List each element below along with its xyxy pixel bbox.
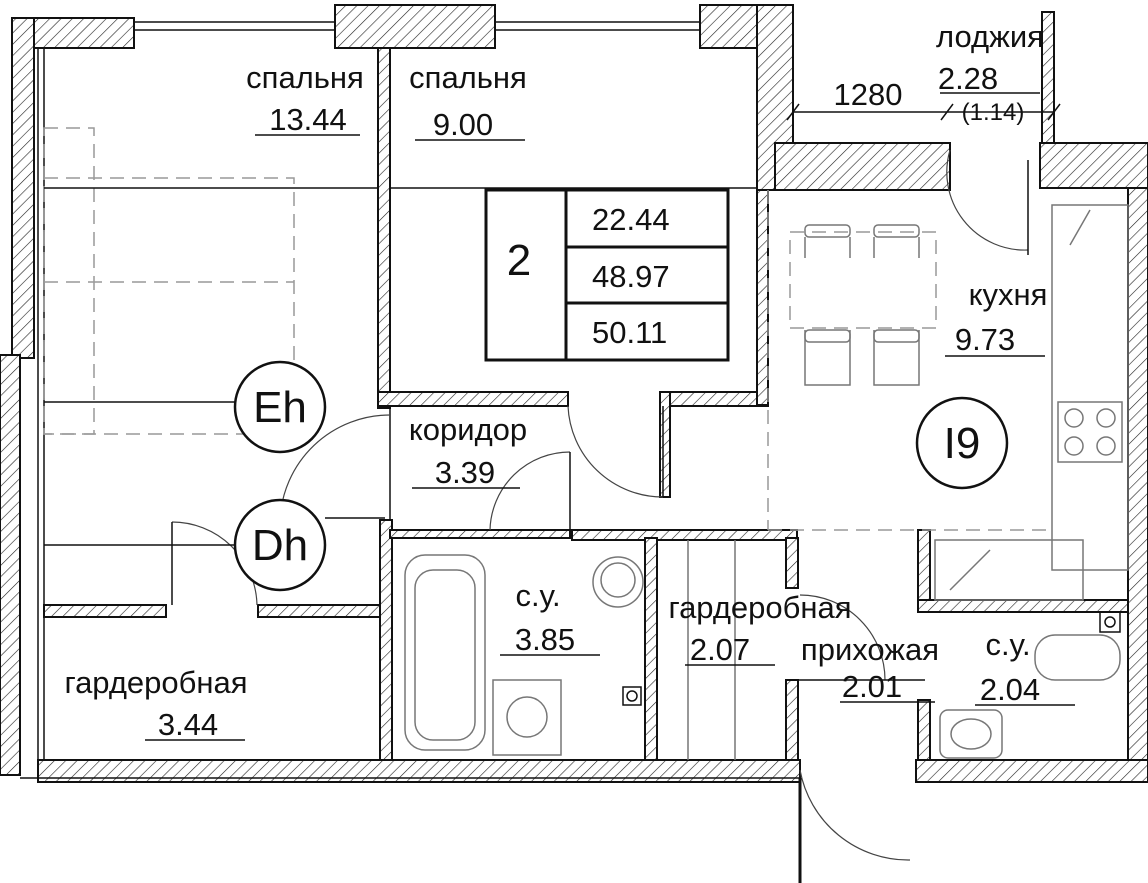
area-summary-table: 2 22.44 48.97 50.11 (484, 188, 730, 362)
bedroom2-area: 9.00 (433, 107, 493, 142)
bathroom1-name: с.у. (515, 578, 560, 613)
total-with-loggia-value: 50.11 (592, 315, 667, 350)
exterior-walls (0, 4, 1148, 783)
bedroom2-name: спальня (409, 60, 527, 95)
living-area-value: 22.44 (592, 202, 670, 237)
wardrobe2-area: 3.44 (158, 707, 218, 742)
wardrobe2-name: гардеробная (64, 665, 247, 700)
loggia-dimension-line (786, 103, 1061, 121)
loggia-area: 2.28 (938, 61, 998, 96)
furniture (43, 127, 1129, 760)
total-area-value: 48.97 (592, 259, 670, 294)
bedroom1-area: 13.44 (269, 102, 347, 137)
wall-lines (44, 187, 757, 546)
doors (171, 149, 1029, 883)
marker-dh: Dh (252, 521, 308, 570)
corridor-area: 3.39 (435, 455, 495, 490)
hallway-name: прихожая (801, 632, 939, 667)
marker-eh: Eh (253, 383, 307, 432)
wardrobe1-area: 2.07 (690, 632, 750, 667)
interior-walls (43, 47, 1129, 761)
bedroom1-name: спальня (246, 60, 364, 95)
corridor-name: коридор (409, 412, 527, 447)
room-labels: спальня 13.44 спальня 9.00 лоджия 2.28 (… (64, 19, 1047, 742)
bathroom2-name: с.у. (985, 627, 1030, 662)
loggia-area-reduced: (1.14) (962, 99, 1025, 126)
bathroom2-area: 2.04 (980, 672, 1040, 707)
kitchen-name: кухня (969, 277, 1048, 312)
label-underlines (145, 92, 1075, 741)
loggia-name: лоджия (936, 19, 1044, 54)
marker-i9: I9 (944, 419, 981, 468)
wardrobe1-name: гардеробная (668, 590, 851, 625)
rooms-count: 2 (507, 236, 531, 285)
bathroom1-area: 3.85 (515, 622, 575, 657)
kitchen-area: 9.73 (955, 322, 1015, 357)
loggia-dimension: 1280 (834, 77, 903, 112)
hallway-area: 2.01 (842, 669, 902, 704)
markers: Eh Dh I9 (233, 360, 1009, 592)
